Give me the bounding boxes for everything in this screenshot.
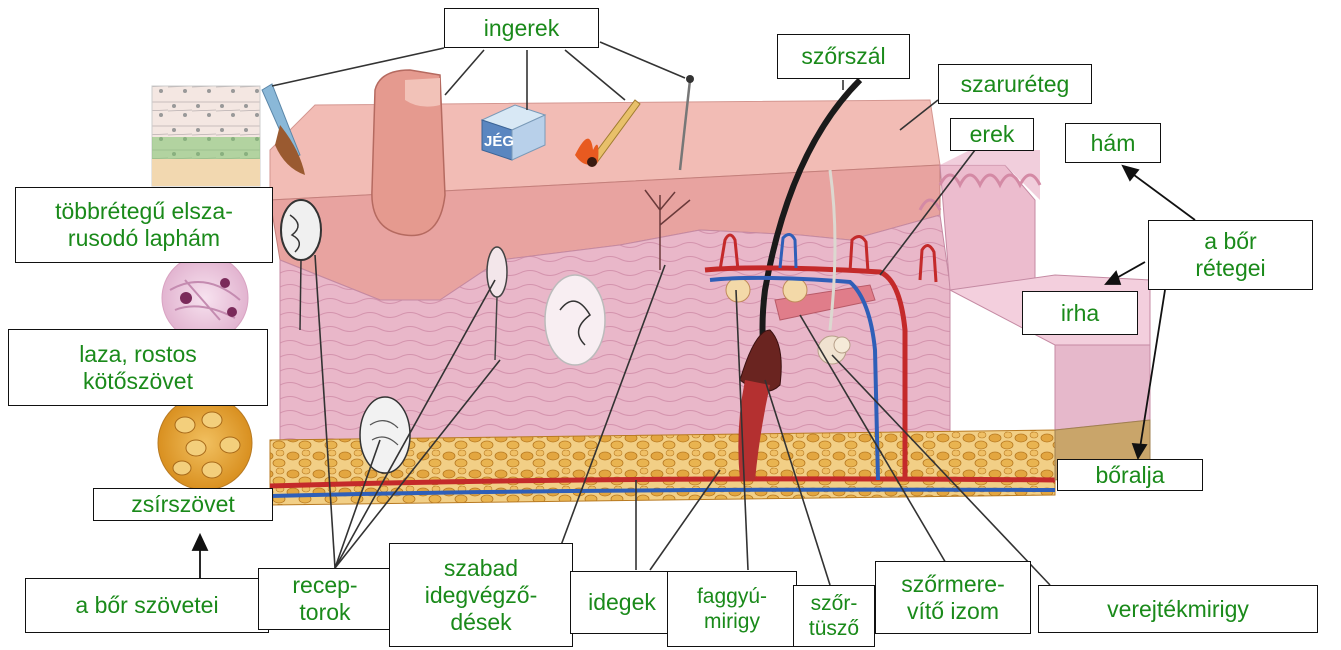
finger-stimulus	[372, 70, 445, 236]
adipose-tissue-sample	[158, 396, 252, 490]
label-ingerek: ingerek	[444, 8, 599, 48]
label-szormerevito-izom: szőrmere- vítő izom	[875, 561, 1031, 634]
label-zsirszovet: zsírszövet	[93, 488, 273, 521]
label-idegek: idegek	[570, 571, 674, 634]
label-verejtekmirigy: verejtékmirigy	[1038, 585, 1318, 633]
label-bor-retegei: a bőr rétegei	[1148, 220, 1313, 290]
label-szaruretag: szaruréteg	[938, 64, 1092, 104]
label-faggyumirigy: faggyú- mirigy	[667, 571, 797, 647]
label-szabad-idegvegzodesek: szabad idegvégző- dések	[389, 543, 573, 647]
label-boralja: bőralja	[1057, 459, 1203, 491]
label-tobbretegu-laphám: többrétegű elsza- rusodó laphám	[15, 187, 273, 263]
label-laza-rostos-kotoszovet: laza, rostos kötőszövet	[8, 329, 268, 406]
label-erek: erek	[950, 118, 1034, 151]
ice-label: JÉG	[484, 133, 514, 150]
label-ham: hám	[1065, 123, 1161, 163]
label-irha: irha	[1022, 291, 1138, 335]
epithelium-sample	[152, 86, 260, 186]
label-bor-szovetei: a bőr szövetei	[25, 578, 269, 633]
tissue-arrow	[193, 535, 207, 578]
label-receptorok: recep- torok	[258, 568, 392, 630]
label-szorszal: szőrszál	[777, 34, 910, 79]
label-szortuszo: szőr- tüsző	[793, 585, 875, 647]
